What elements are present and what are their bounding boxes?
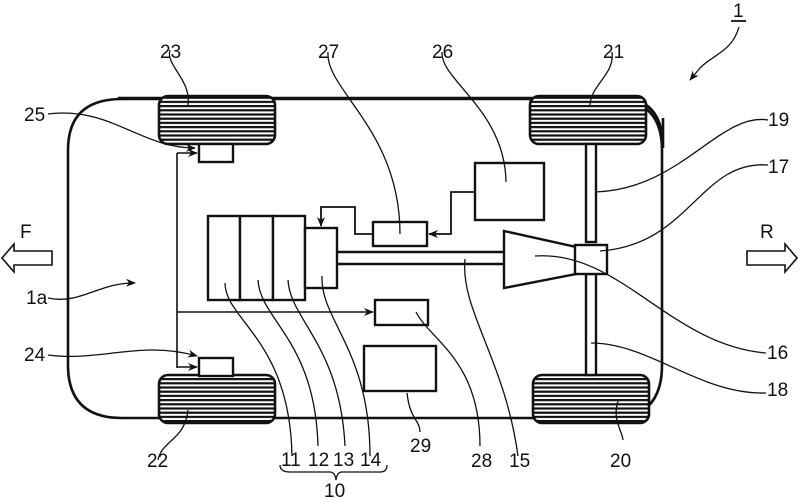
rear-right-wheel	[531, 373, 651, 425]
label-28: 28	[471, 451, 492, 472]
module-28	[373, 298, 430, 327]
front-right-wheel	[157, 373, 277, 425]
line-27-to-14	[317, 206, 373, 235]
label-19: 19	[768, 110, 789, 131]
leader-lines	[47, 49, 769, 461]
differential-16	[502, 229, 578, 290]
label-23: 23	[160, 42, 181, 63]
label-26: 26	[432, 42, 453, 63]
label-20: 20	[610, 451, 631, 472]
label-17: 17	[768, 157, 789, 178]
label-21: 21	[603, 42, 624, 63]
controller-26	[473, 161, 546, 222]
left-drive-shaft	[584, 142, 598, 244]
label-1a: 1a	[26, 288, 48, 309]
label-10: 10	[324, 481, 345, 502]
label-15: 15	[509, 451, 530, 472]
title-ref: 1	[733, 1, 744, 22]
label-11: 11	[281, 450, 301, 471]
rear-direction-arrow	[746, 241, 799, 275]
propeller-shaft	[337, 250, 504, 266]
label-13: 13	[333, 450, 354, 471]
line-26-to-27	[428, 191, 475, 238]
group-brace	[279, 464, 388, 481]
rear-label: R	[760, 222, 774, 243]
label-25: 25	[24, 105, 45, 126]
engine-block-12	[238, 214, 275, 302]
rear-left-wheel	[528, 94, 648, 146]
differential-case-17	[573, 243, 609, 276]
front-direction-arrow	[0, 241, 53, 275]
label-24: 24	[24, 345, 46, 366]
label-22: 22	[147, 451, 168, 472]
label-18: 18	[767, 380, 788, 401]
label-16: 16	[767, 343, 788, 364]
label-12: 12	[308, 450, 329, 471]
front-left-wheel	[157, 94, 277, 146]
right-drive-shaft	[584, 272, 598, 377]
label-27: 27	[318, 42, 339, 63]
label-14: 14	[360, 450, 382, 471]
title-leader	[689, 26, 740, 81]
engine-block-11	[206, 214, 242, 302]
label-29: 29	[410, 436, 431, 457]
transmission-14	[303, 226, 339, 290]
front-label: F	[20, 222, 32, 243]
unit-29	[362, 344, 438, 393]
front-left-sensor	[197, 142, 235, 164]
front-right-sensor	[197, 356, 235, 378]
